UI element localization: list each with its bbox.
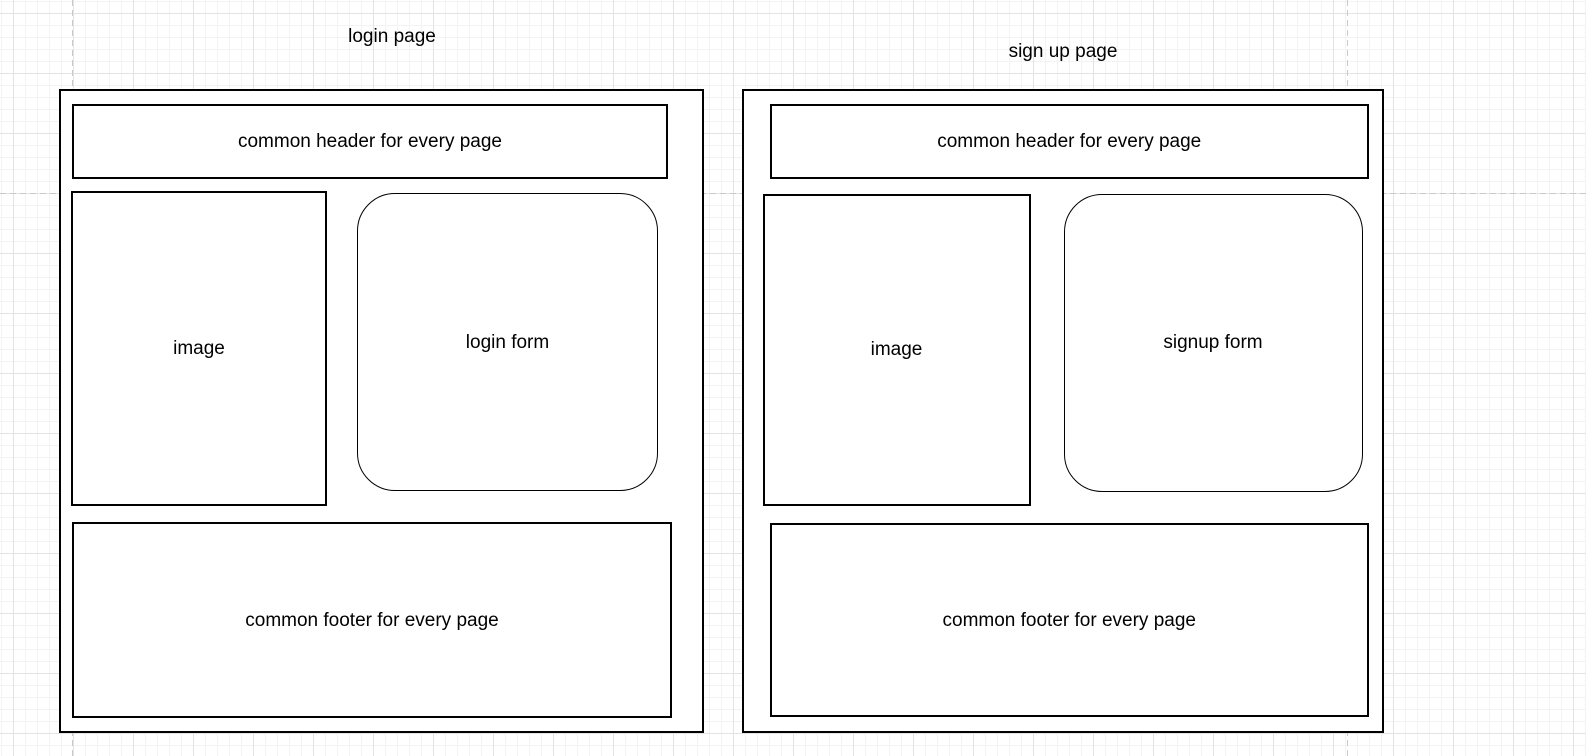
signup-image-label: image (870, 339, 923, 360)
login-footer-box[interactable]: common footer for every page (72, 522, 672, 718)
login-image-box[interactable]: image (71, 190, 327, 506)
login-footer-label: common footer for every page (245, 609, 499, 631)
signup-form-label: signup form (1163, 332, 1263, 353)
login-image-label: image (173, 337, 225, 359)
page-title-login[interactable]: login page (348, 26, 436, 47)
login-form-box[interactable]: login form (357, 193, 658, 491)
login-form-label: login form (465, 331, 550, 353)
page-title-signup[interactable]: sign up page (1008, 41, 1118, 62)
login-header-label: common header for every page (237, 130, 503, 152)
signup-image-box[interactable]: image (762, 193, 1031, 506)
signup-page-frame[interactable]: common header for every page image signu… (741, 89, 1384, 733)
login-page-frame[interactable]: common header for every page image login… (58, 89, 704, 733)
signup-footer-label: common footer for every page (942, 609, 1196, 631)
signup-header-box[interactable]: common header for every page (770, 104, 1369, 179)
signup-form-box[interactable]: signup form (1063, 193, 1363, 492)
signup-footer-box[interactable]: common footer for every page (770, 523, 1369, 717)
signup-header-label: common header for every page (937, 131, 1202, 152)
login-header-box[interactable]: common header for every page (72, 103, 668, 179)
